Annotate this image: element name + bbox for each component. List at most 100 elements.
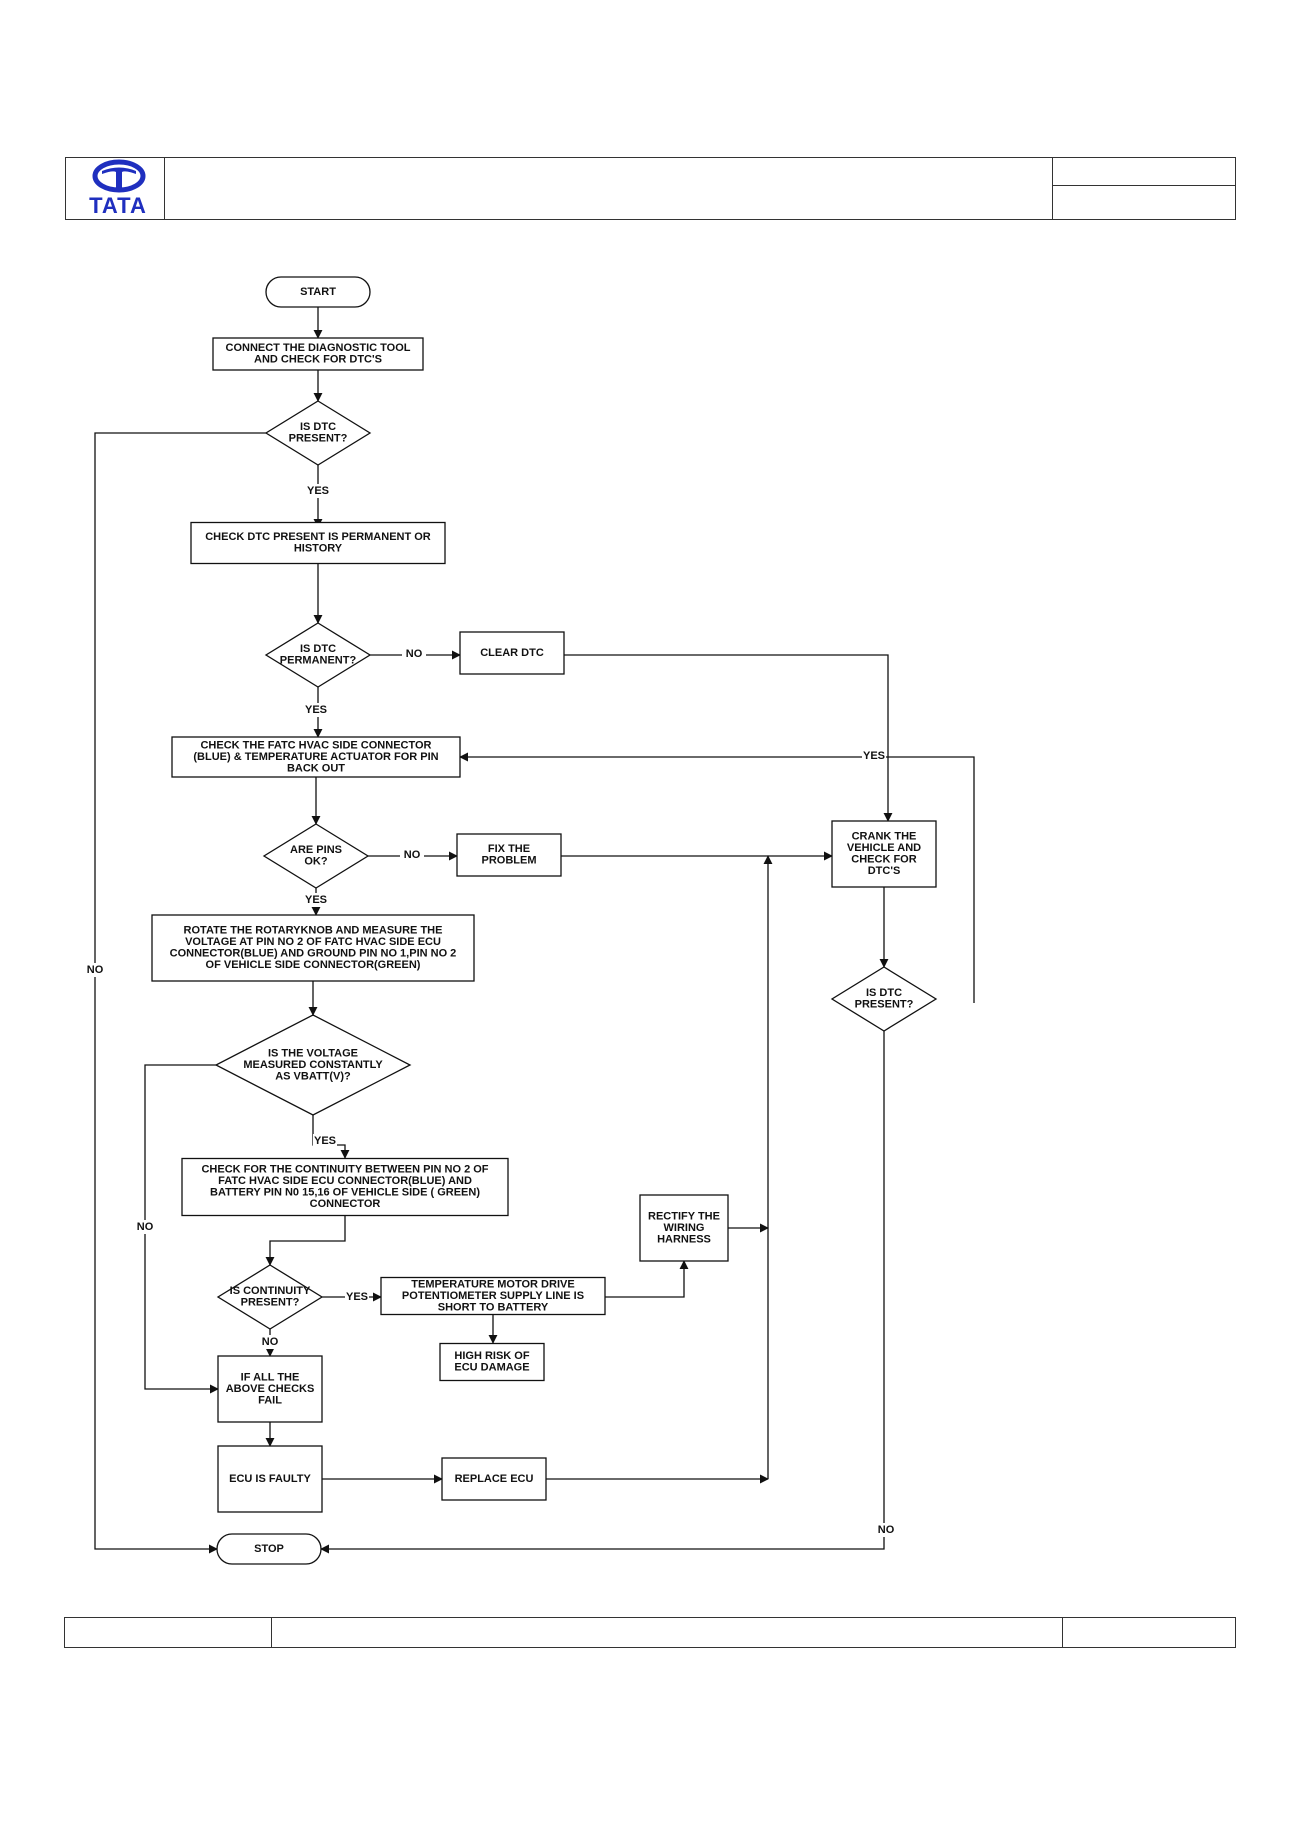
node-label: ARE PINS [290,844,342,856]
node-label: WIRING [664,1222,705,1234]
tata-logo-icon [92,159,146,193]
node-label: VEHICLE AND [847,842,921,854]
node-label: CHECK FOR THE CONTINUITY BETWEEN PIN NO … [201,1164,488,1176]
edge-label-no-dtc-present-2: NO [878,1524,895,1536]
node-shape [831,820,937,888]
edge-label-yes-dtc-present-2: YES [863,750,885,762]
node-label: CONNECT THE DIAGNOSTIC TOOL [226,342,411,354]
edge-label-no-continuity: NO [262,1336,279,1348]
edge-label-background [258,1335,282,1349]
edge-label-no-pins: NO [404,849,421,861]
node-label: DTC'S [868,865,901,877]
node-shape [456,833,562,877]
header-right-divider [1052,185,1236,186]
edge-label-background [862,749,886,763]
node-shape [441,1457,547,1501]
node-label: IS THE VOLTAGE [268,1047,358,1059]
node-shape [171,736,461,778]
edge-label-background [313,1134,337,1148]
node-label: PERMANENT? [280,655,357,667]
node-shape [264,400,372,466]
flow-connector [605,1260,689,1298]
footer-left-cell [64,1617,272,1648]
edge-label-yes-dtc-present: YES [307,485,329,497]
node-label: HISTORY [294,543,343,555]
node-label: STOP [254,1543,284,1555]
node-label: RECTIFY THE [648,1210,720,1222]
node-label: IS DTC [866,987,902,999]
node-label: CRANK THE [852,831,917,843]
node-shape [439,1342,545,1382]
node-label: START [300,286,336,298]
node-rotate-knob: ROTATE THE ROTARYKNOB AND MEASURE THEVOL… [151,914,475,982]
node-label: PRESENT? [289,433,348,445]
header-right-cell [1052,157,1236,220]
node-label: FATC HVAC SIDE ECU CONNECTOR(BLUE) AND [218,1175,472,1187]
node-label: IS DTC [300,421,336,433]
node-shape [214,1014,412,1116]
node-shape [265,276,371,308]
edge-label-yes-permanent: YES [305,704,327,716]
edge-label-background [306,484,330,498]
node-label: REPLACE ECU [455,1473,534,1485]
edge-label-background [304,893,328,907]
flow-connector [320,1031,885,1554]
node-label: CHECK THE FATC HVAC SIDE CONNECTOR [200,739,431,751]
node-shape [216,1533,322,1565]
node-label: HARNESS [657,1233,711,1245]
node-shape [181,1157,509,1217]
node-shape [151,914,475,982]
node-check-continuity: CHECK FOR THE CONTINUITY BETWEEN PIN NO … [181,1157,509,1217]
node-label: FIX THE [488,843,530,855]
node-label: CHECK DTC PRESENT IS PERMANENT OR [205,531,431,543]
edge-label-background [345,1290,369,1304]
node-label: OF VEHICLE SIDE CONNECTOR(GREEN) [206,959,421,971]
edge-label-background [874,1523,898,1537]
logo-wordmark: TATA [89,193,147,218]
node-shape [264,622,372,688]
node-clear-dtc: CLEAR DTC [459,631,565,675]
node-label: (BLUE) & TEMPERATURE ACTUATOR FOR PIN [193,751,438,763]
flow-connector [459,752,975,1003]
node-ecu-faulty: ECU IS FAULTY [217,1445,323,1513]
node-shape [830,966,938,1032]
flow-connector [94,432,266,1554]
header-logo-cell [65,157,165,220]
edge-label-no-voltage: NO [137,1221,154,1233]
node-label: PROBLEM [482,855,537,867]
node-check-connector: CHECK THE FATC HVAC SIDE CONNECTOR(BLUE)… [171,736,461,778]
node-replace-ecu: REPLACE ECU [441,1457,547,1501]
edge-label-background [402,647,426,661]
node-label: SHORT TO BATTERY [438,1301,549,1313]
node-shape [216,1264,324,1330]
node-label: AS VBATT(V)? [275,1070,351,1082]
edge-label-background [133,1220,157,1234]
edge-label-background [83,963,107,977]
node-label: AND CHECK FOR DTC'S [254,354,382,366]
node-shape [262,823,370,889]
flow-connector [265,1216,346,1266]
edge-label-yes-pins: YES [305,894,327,906]
node-label: TEMPERATURE MOTOR DRIVE [411,1278,574,1290]
edge-label-yes-voltage: YES [314,1135,336,1147]
node-label: VOLTAGE AT PIN NO 2 OF FATC HVAC SIDE EC… [185,936,441,948]
edge-label-background [400,848,424,862]
edge-label-background [304,703,328,717]
node-label: FAIL [258,1394,282,1406]
node-shape [212,337,424,371]
edge-label-no-dtc-present: NO [87,964,104,976]
node-shape [190,521,446,565]
